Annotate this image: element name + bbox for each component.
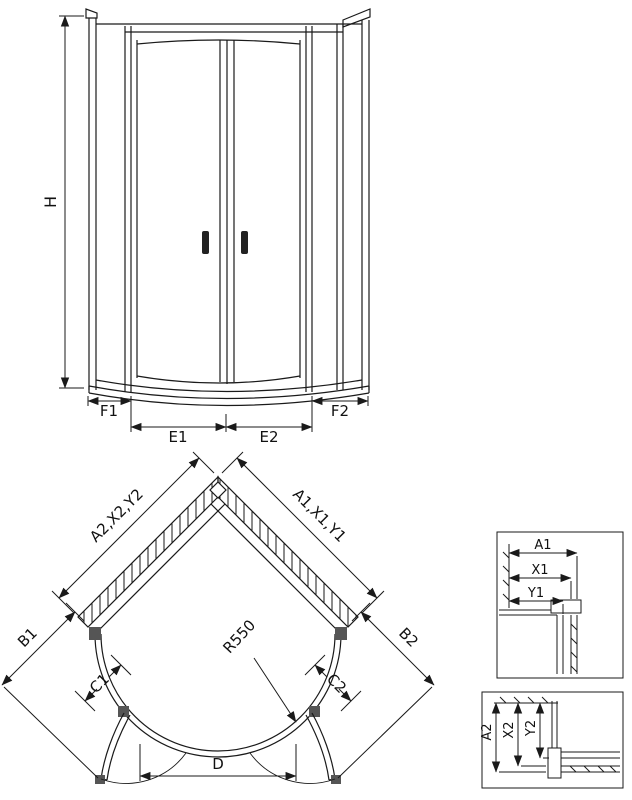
dim-label-h: H: [41, 196, 60, 208]
plan-view: R550 A2,X2,Y2 A1,X1,Y1 B1 B2: [1, 451, 435, 784]
door-hinge-left: [118, 706, 129, 717]
dim-label-a2x2y2: A2,X2,Y2: [86, 485, 147, 546]
dim-label-e2: E2: [259, 428, 278, 446]
detail-bottom-frame: [481, 691, 624, 789]
wall-right-dimension: [221, 451, 385, 614]
dim-label-d: D: [212, 755, 224, 773]
side-right-dimension: [337, 602, 435, 779]
dim-label-f2: F2: [331, 402, 349, 420]
door-left-open: [95, 712, 187, 784]
wall-left-dimension: [51, 451, 215, 614]
detail-label-y1: Y1: [527, 586, 544, 601]
wall-profile-block-left: [89, 627, 101, 640]
detail-top-frame: [496, 531, 624, 679]
enclosure-frame: [85, 8, 371, 407]
profile-head: [550, 599, 582, 614]
door-right-open: [249, 712, 341, 784]
door-hinge-right: [309, 706, 320, 717]
detail-label-a2: A2: [480, 723, 495, 740]
radius-dimension: [253, 657, 297, 723]
detail-label-a1: A1: [534, 538, 551, 553]
wall-left-hatch: [77, 475, 219, 628]
door-handle-right: [241, 231, 248, 254]
corner-post: [209, 481, 227, 499]
detail-label-x2: X2: [502, 721, 517, 738]
entry-dimension: [139, 744, 297, 781]
width-dimensions: [87, 396, 369, 432]
dim-label-a1x1y1: A1,X1,Y1: [289, 485, 350, 546]
dim-label-b1: B1: [14, 624, 41, 651]
dim-label-b2: B2: [395, 624, 422, 651]
front-elevation-view: H F1 E1 E2 F2: [41, 8, 371, 446]
wall-right-hatch: [217, 475, 359, 628]
door-right-dimension: [304, 654, 362, 712]
profile-detail-top: A1 X1 Y1: [496, 531, 624, 679]
detail-label-x1: X1: [531, 563, 548, 578]
profile-head-rotated: [547, 747, 562, 779]
wall-bracket-right: [342, 8, 371, 28]
side-left-dimension: [1, 602, 99, 779]
dim-label-c1: C1: [86, 670, 113, 697]
dim-label-e1: E1: [168, 428, 187, 446]
dim-label-c2: C2: [323, 670, 350, 697]
door-left-dimension: [74, 654, 132, 712]
detail-label-y2: Y2: [524, 720, 539, 737]
dim-label-r550: R550: [219, 616, 259, 657]
wall-profile-block-right: [335, 627, 347, 640]
wall-bracket-left: [85, 8, 98, 19]
profile-detail-bottom: A2 X2 Y2: [480, 691, 624, 789]
dim-label-f1: F1: [100, 402, 118, 420]
door-handle-left: [202, 231, 209, 254]
glass-front-arc: [94, 633, 342, 758]
height-dimension: [59, 15, 84, 389]
